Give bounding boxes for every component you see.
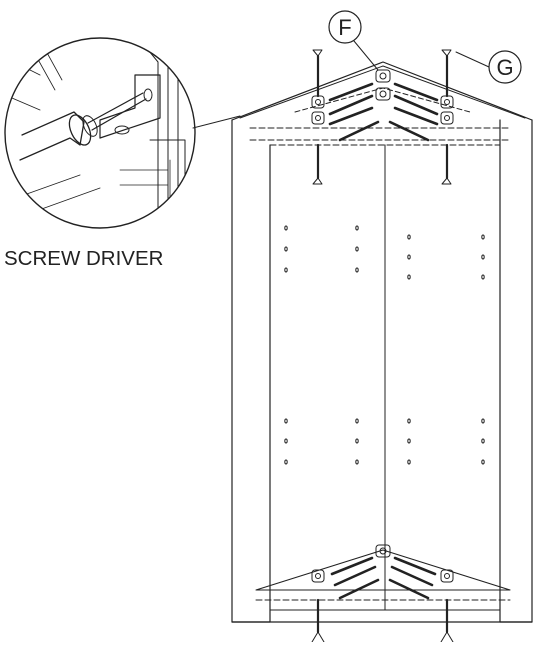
screw-icon (312, 49, 452, 98)
callout-f-label: F (338, 15, 351, 40)
screw-icon (328, 82, 439, 142)
shelf-holes (284, 225, 485, 465)
callout-f: F (328, 10, 379, 71)
screw-icon (330, 556, 437, 600)
bracket-icon (99, 74, 161, 139)
screw-icon (312, 143, 452, 185)
callout-g-label: G (496, 55, 513, 80)
bottom-brackets (311, 544, 454, 643)
magnifier-inset (4, 37, 241, 229)
screw-icon (311, 598, 454, 643)
corner-cabinet (231, 61, 533, 623)
top-brackets (311, 49, 454, 185)
bracket-icon (311, 544, 454, 583)
caption-screw-driver: SCREW DRIVER (4, 247, 163, 270)
screwdriver-icon (5, 39, 186, 228)
magnifier-circle (4, 37, 196, 229)
bracket-icon (311, 69, 454, 125)
callout-g: G (455, 50, 522, 84)
